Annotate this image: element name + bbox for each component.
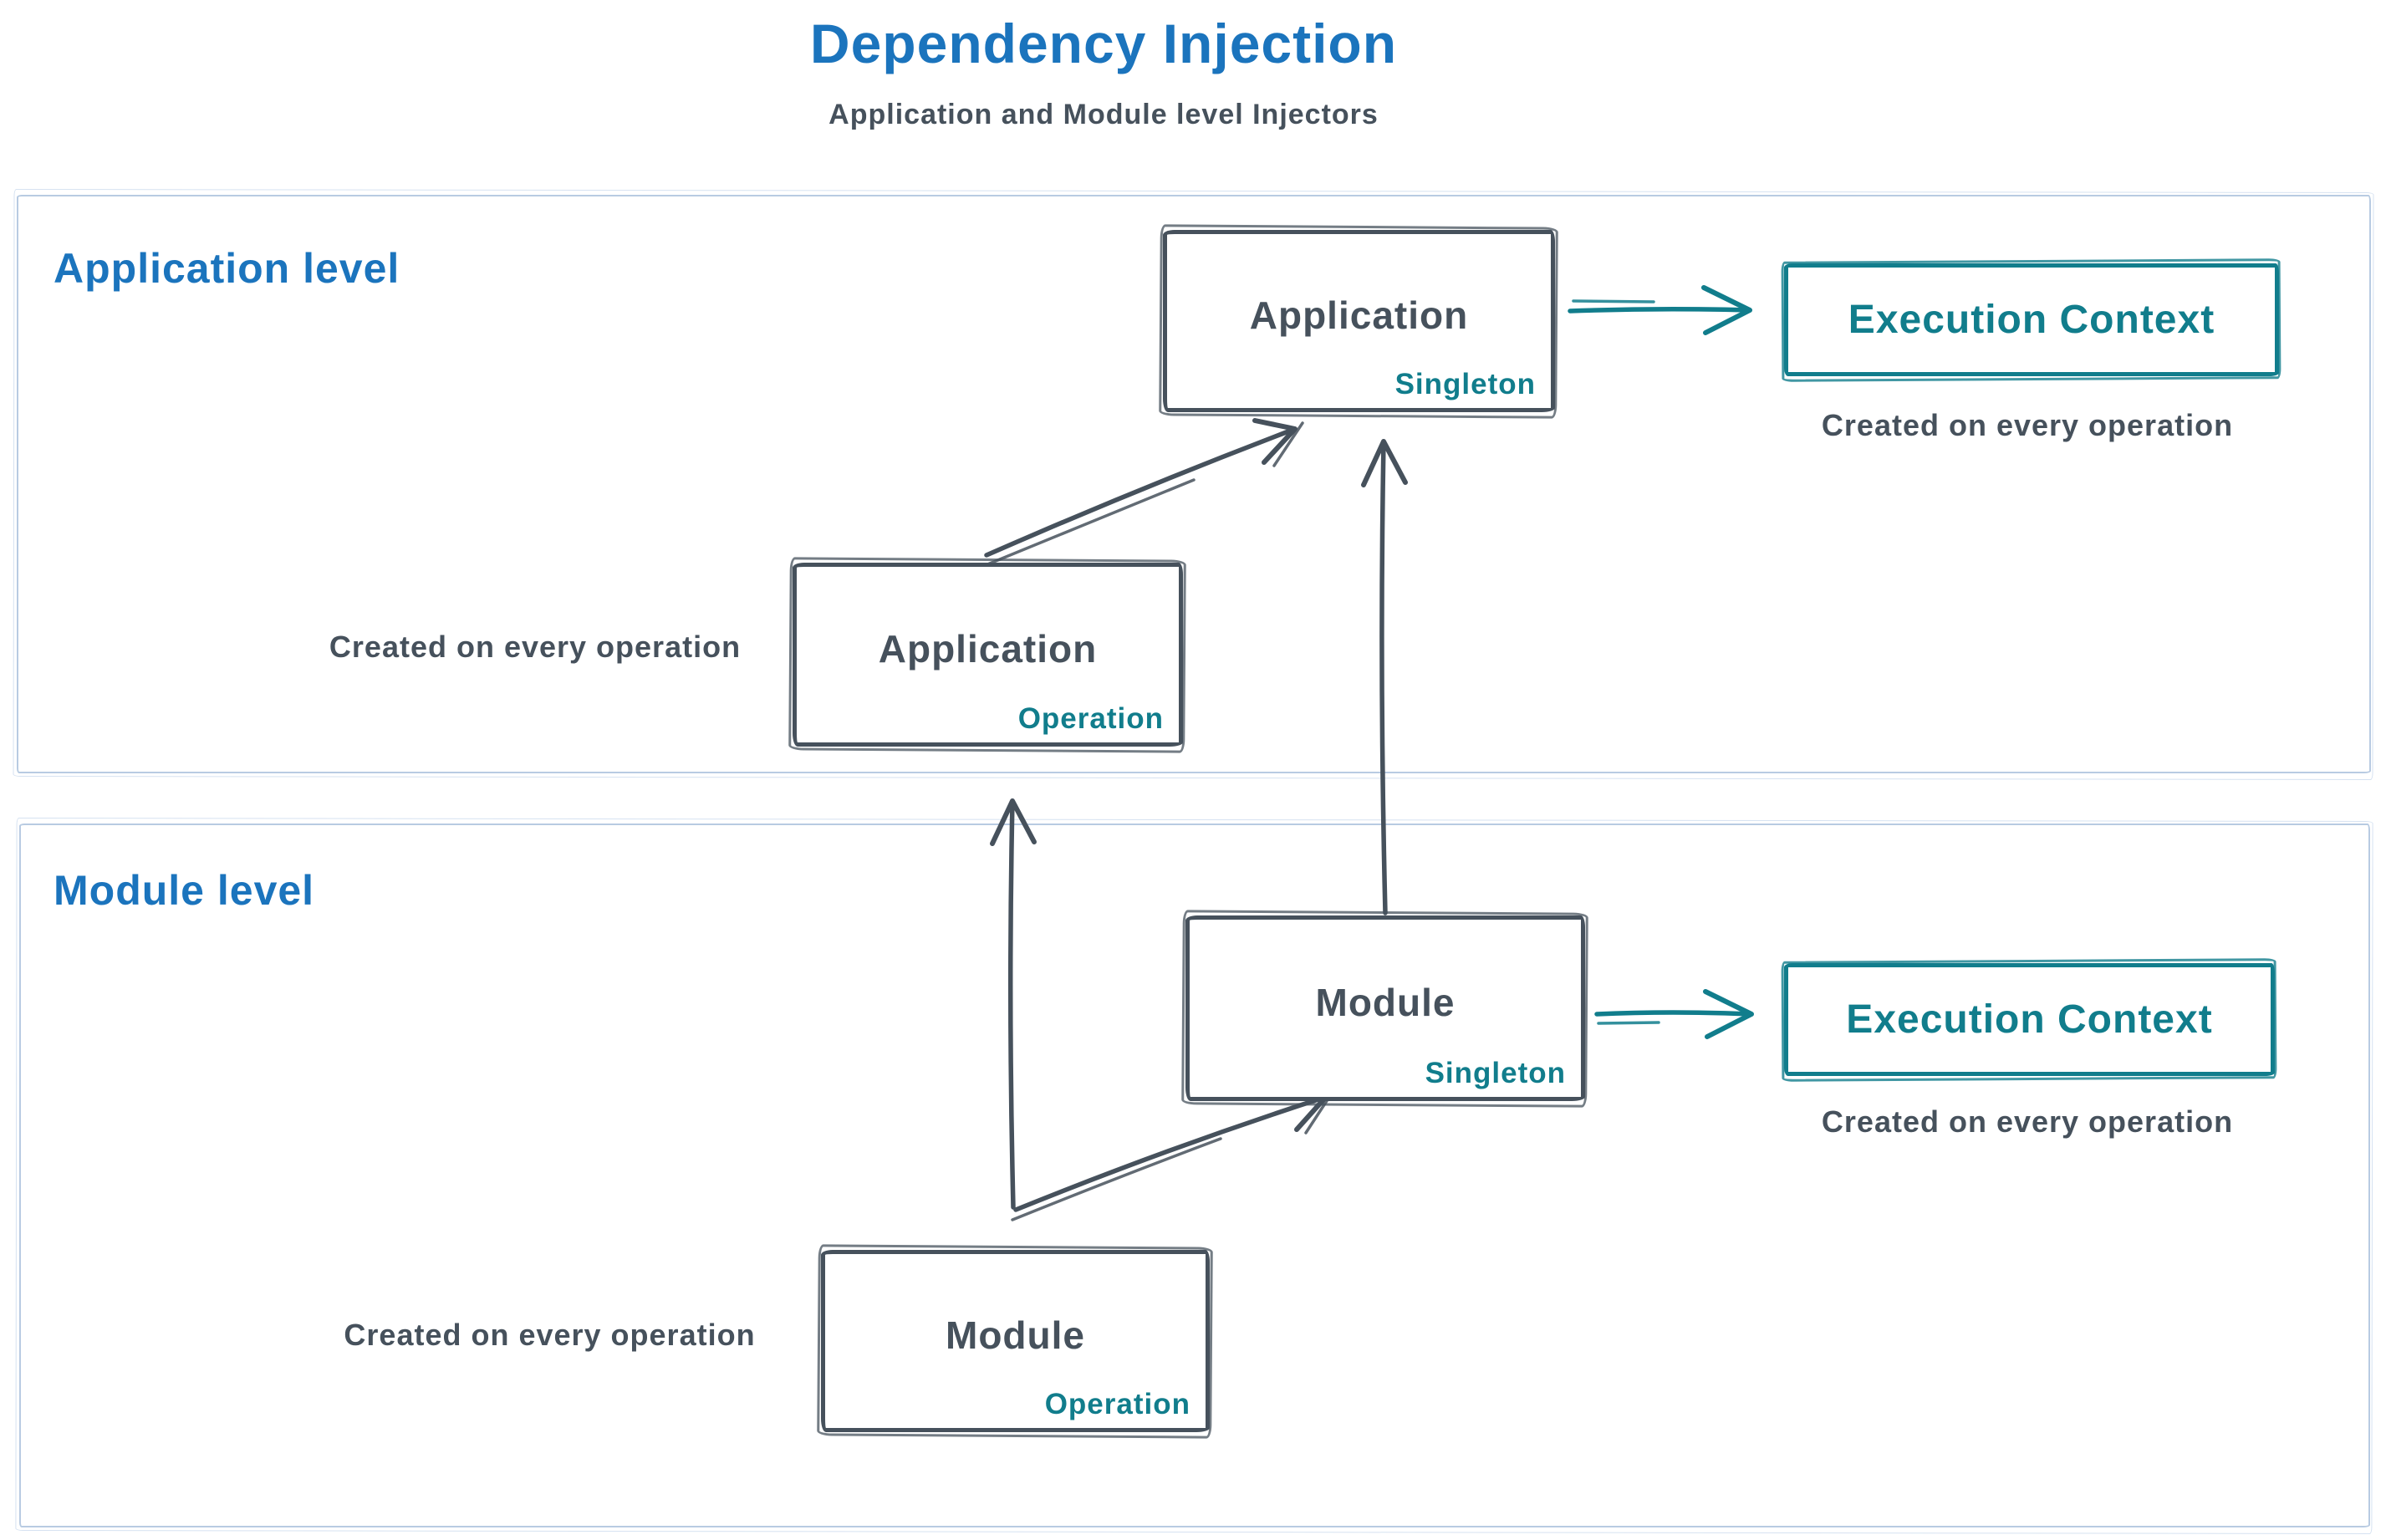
application-level-container [17, 195, 2371, 773]
app-operation-scope: Operation [1017, 702, 1164, 735]
page-title: Dependency Injection [809, 13, 1398, 74]
app-operation-title: Application [878, 627, 1098, 671]
execution-context-box-module: Execution Context [1784, 963, 2275, 1076]
page-subtitle: Application and Module level Injectors [828, 99, 1379, 130]
app-singleton-title: Application [1249, 293, 1469, 337]
application-level-label: Application level [54, 245, 400, 292]
module-operation-box: Module Operation [821, 1250, 1210, 1432]
module-level-container [19, 824, 2370, 1527]
execution-context-box-application: Execution Context [1784, 263, 2279, 376]
module-singleton-scope: Singleton [1425, 1057, 1566, 1089]
note-execution-context-module: Created on every operation [1821, 1104, 2234, 1139]
note-app-operation: Created on every operation [329, 630, 742, 664]
execution-context-label-application: Execution Context [1848, 298, 2215, 342]
app-singleton-scope: Singleton [1394, 368, 1536, 400]
note-execution-context-application: Created on every operation [1821, 408, 2234, 442]
module-operation-scope: Operation [1044, 1388, 1190, 1420]
module-singleton-box: Module Singleton [1185, 915, 1585, 1101]
execution-context-label-module: Execution Context [1846, 997, 2213, 1042]
app-operation-box: Application Operation [793, 563, 1183, 747]
module-level-label: Module level [54, 867, 315, 914]
module-singleton-title: Module [1315, 981, 1456, 1024]
module-operation-title: Module [946, 1313, 1085, 1357]
app-singleton-box: Application Singleton [1163, 230, 1555, 412]
note-module-operation: Created on every operation [344, 1318, 756, 1352]
